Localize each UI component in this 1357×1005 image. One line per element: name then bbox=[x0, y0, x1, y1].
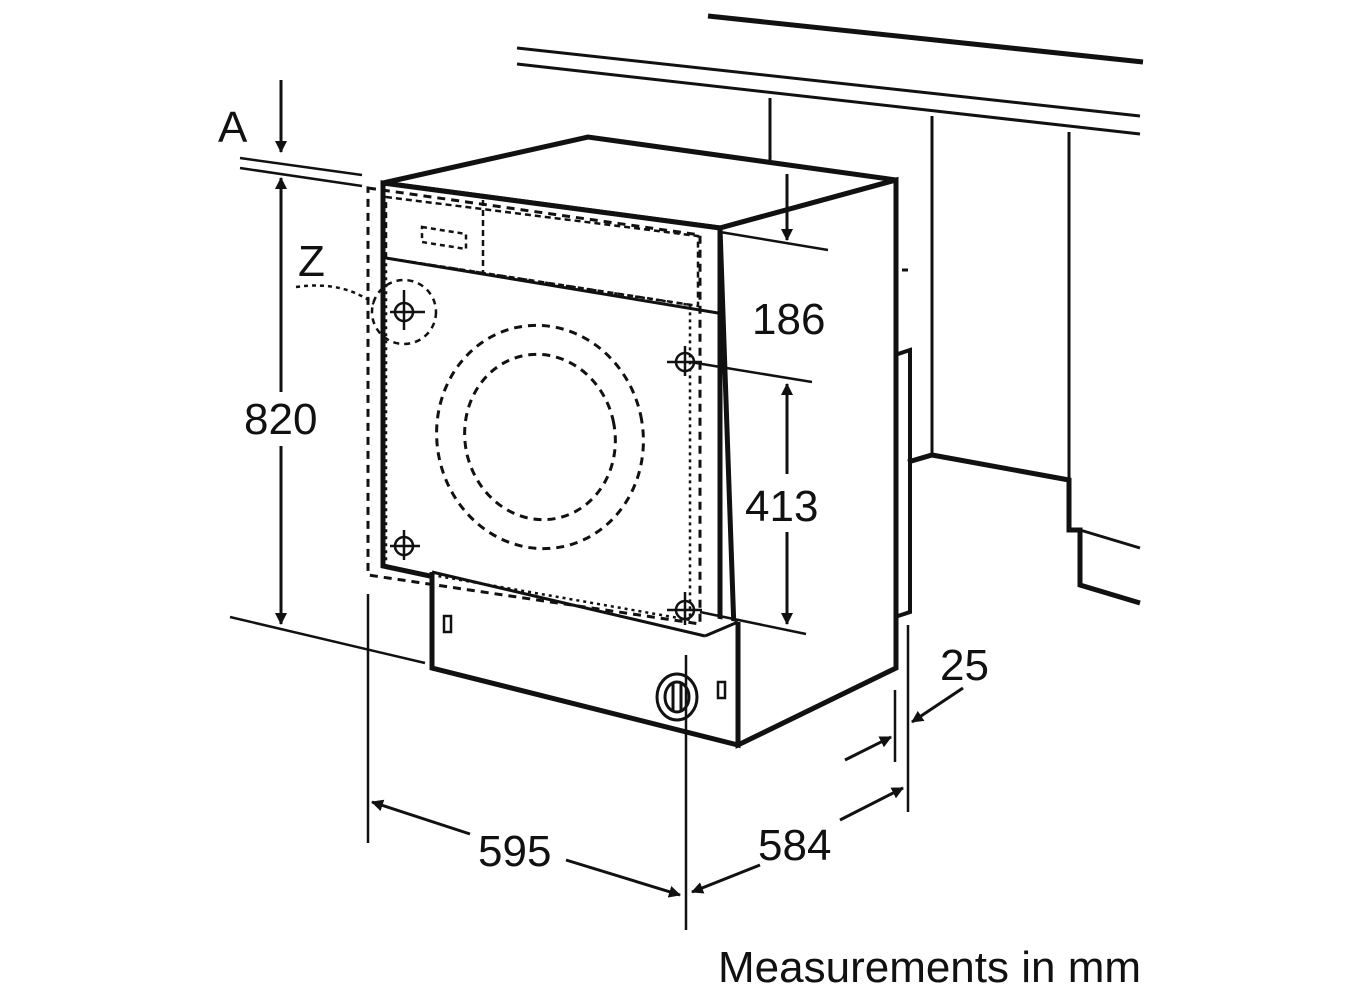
height-dimension: 820 bbox=[244, 395, 317, 444]
hinge-spacing-dimension: 413 bbox=[745, 482, 818, 531]
dashed-outlines bbox=[366, 186, 702, 626]
crosshair-icon bbox=[390, 290, 425, 330]
extension-lines bbox=[229, 156, 910, 930]
plinth-slot bbox=[442, 614, 453, 634]
depth-dimension: 584 bbox=[758, 821, 831, 870]
mount-detail-marker-label: Z bbox=[298, 237, 325, 286]
gap-marker-label: A bbox=[218, 103, 248, 152]
cabinet-niche bbox=[516, 13, 1144, 619]
filter-cap-icon bbox=[655, 672, 699, 722]
crosshair-icon bbox=[667, 592, 702, 625]
plinth-slot bbox=[716, 680, 727, 700]
measurements-caption: Measurements in mm bbox=[718, 943, 1141, 992]
top-panel-dimension: 186 bbox=[752, 295, 825, 344]
crosshair-icon bbox=[390, 530, 420, 560]
detail-z-callout bbox=[295, 278, 438, 346]
width-dimension: 595 bbox=[478, 827, 551, 876]
double-arrow-icon bbox=[275, 80, 964, 898]
door-offset-dimension: 25 bbox=[940, 641, 989, 690]
washer-body bbox=[380, 134, 899, 749]
